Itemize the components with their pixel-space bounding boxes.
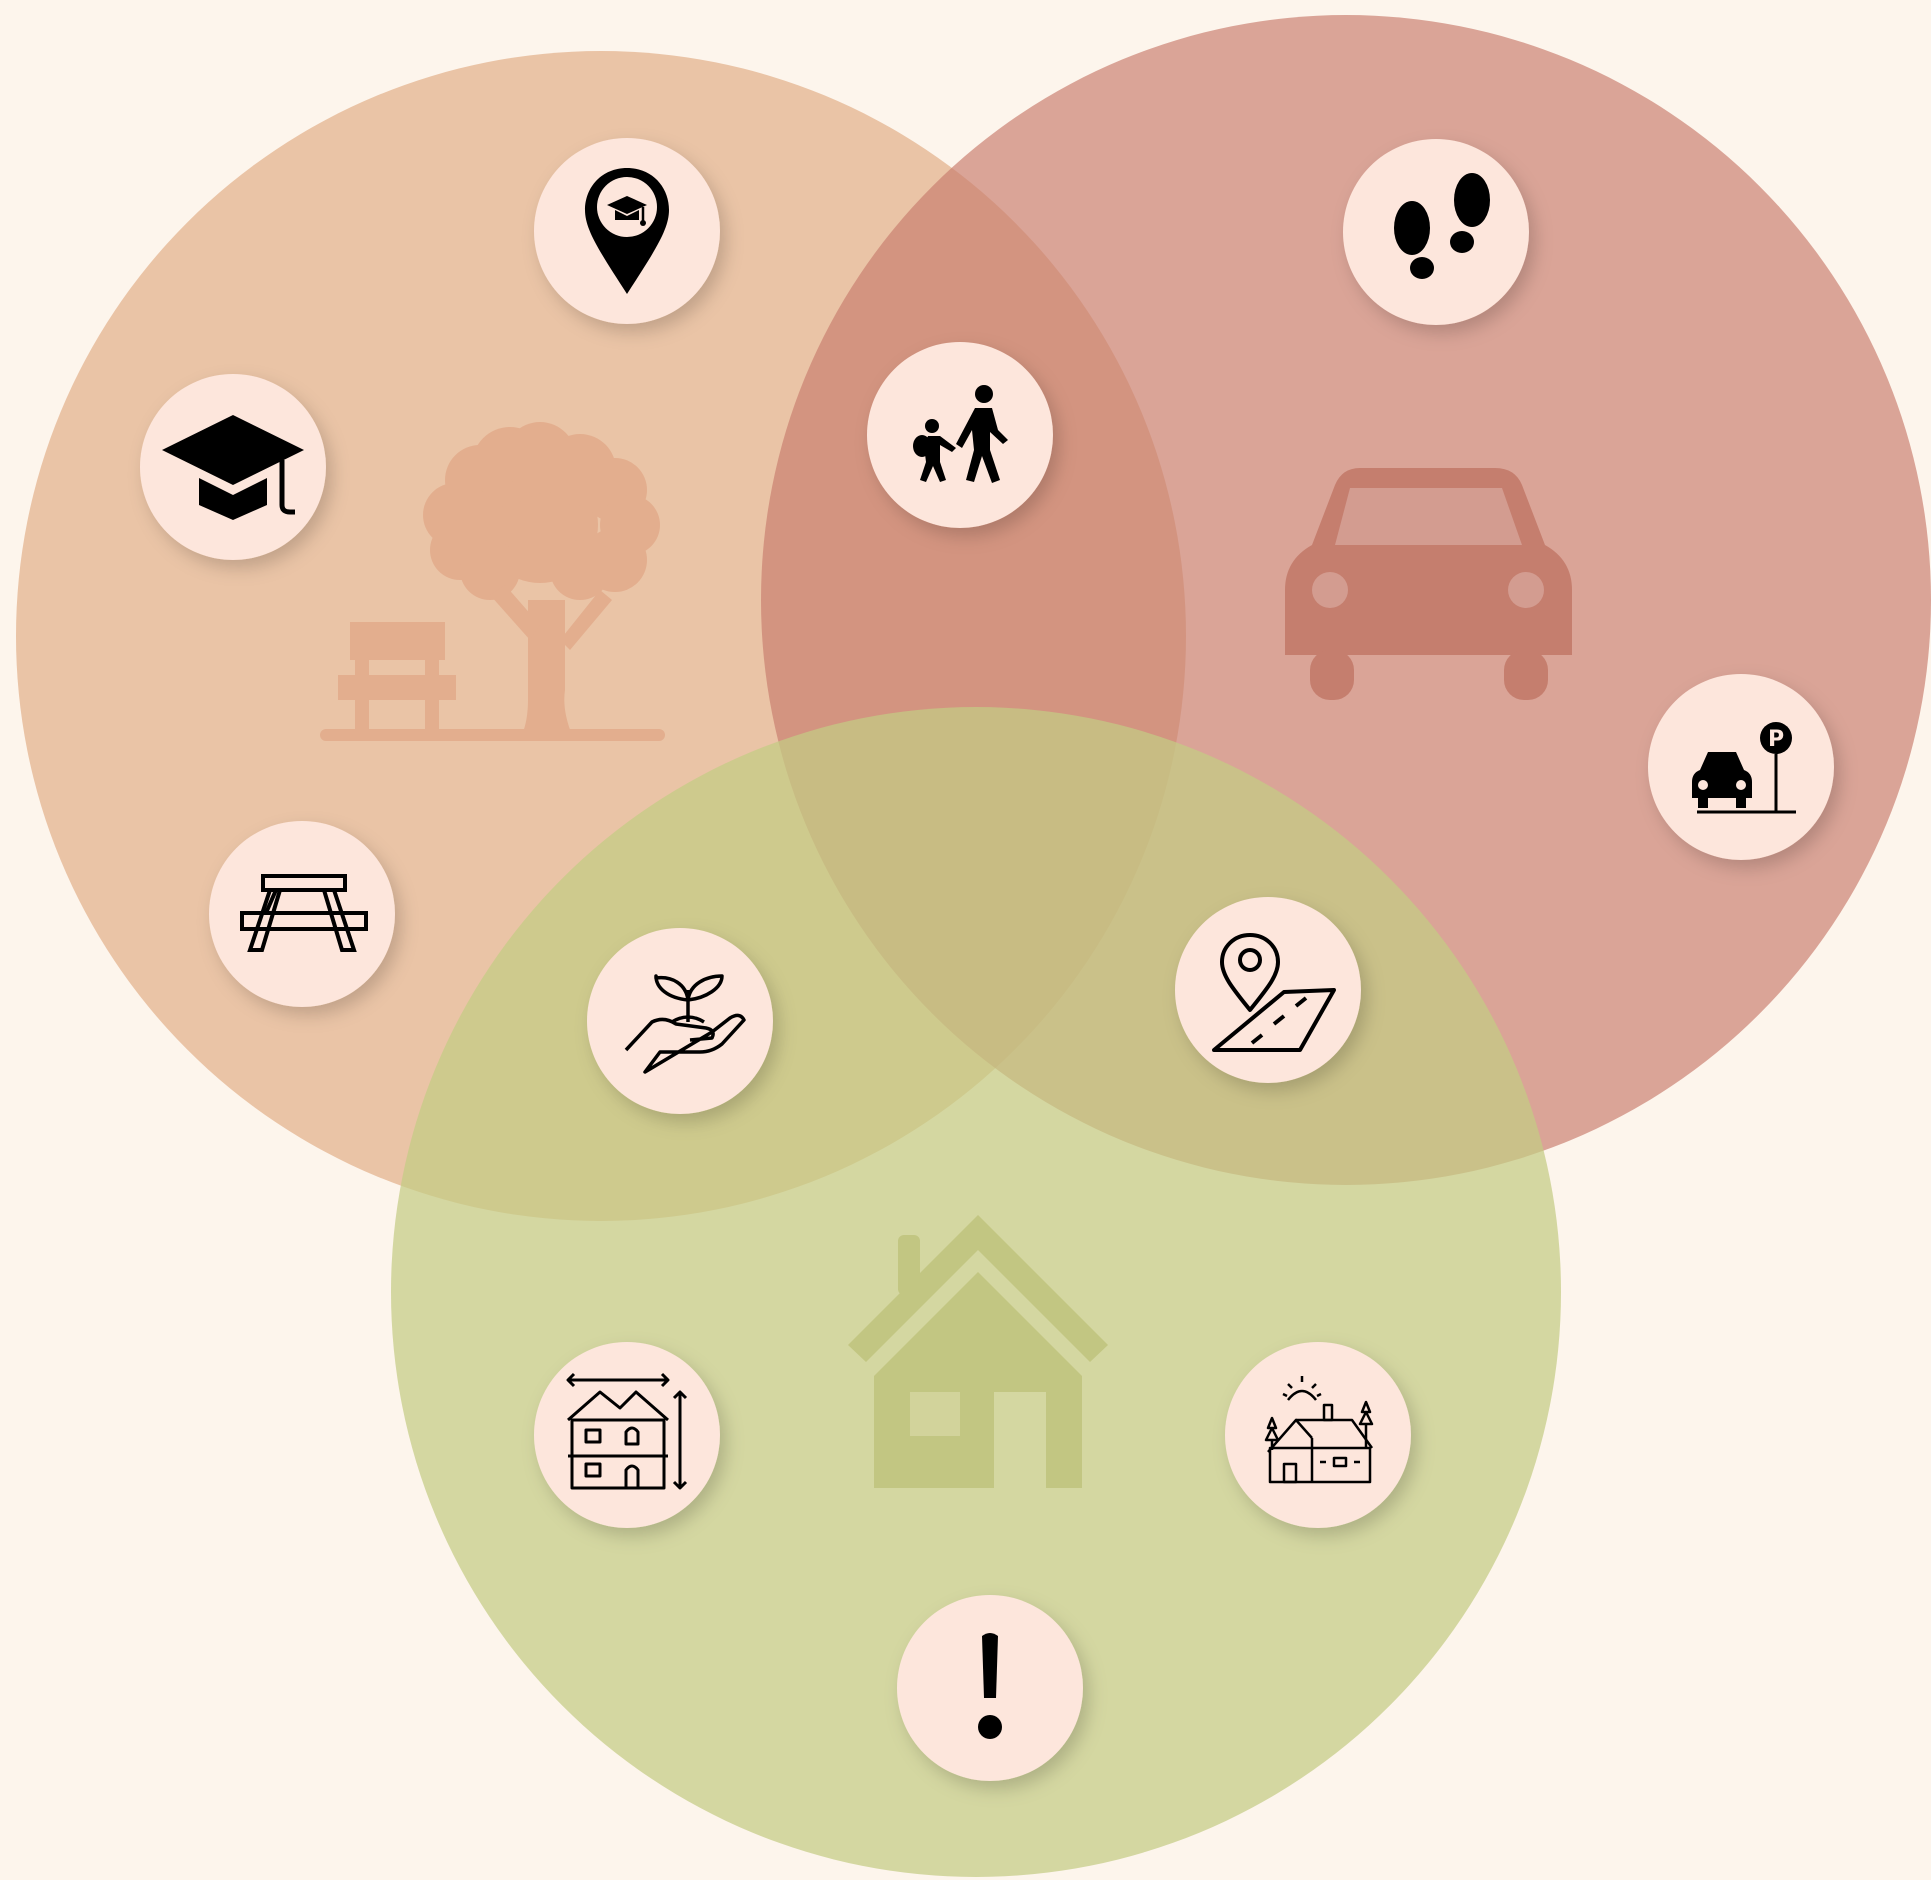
car-icon xyxy=(1285,468,1572,700)
graduation-cap-icon xyxy=(140,374,326,560)
svg-text:P: P xyxy=(1768,727,1784,752)
plant-in-hand-icon xyxy=(587,928,773,1114)
map-pin-road-icon xyxy=(1175,897,1361,1083)
country-house-icon xyxy=(1225,1342,1411,1528)
parking-icon: P xyxy=(1648,674,1834,860)
walking-to-school-icon xyxy=(867,342,1053,528)
house-size-icon xyxy=(534,1342,720,1528)
picnic-table-icon xyxy=(209,821,395,1007)
exclamation-icon xyxy=(897,1595,1083,1781)
house-icon xyxy=(848,1215,1108,1488)
footprints-icon xyxy=(1343,139,1529,325)
school-location-icon xyxy=(534,138,720,324)
tree-bench-icon xyxy=(320,422,665,741)
